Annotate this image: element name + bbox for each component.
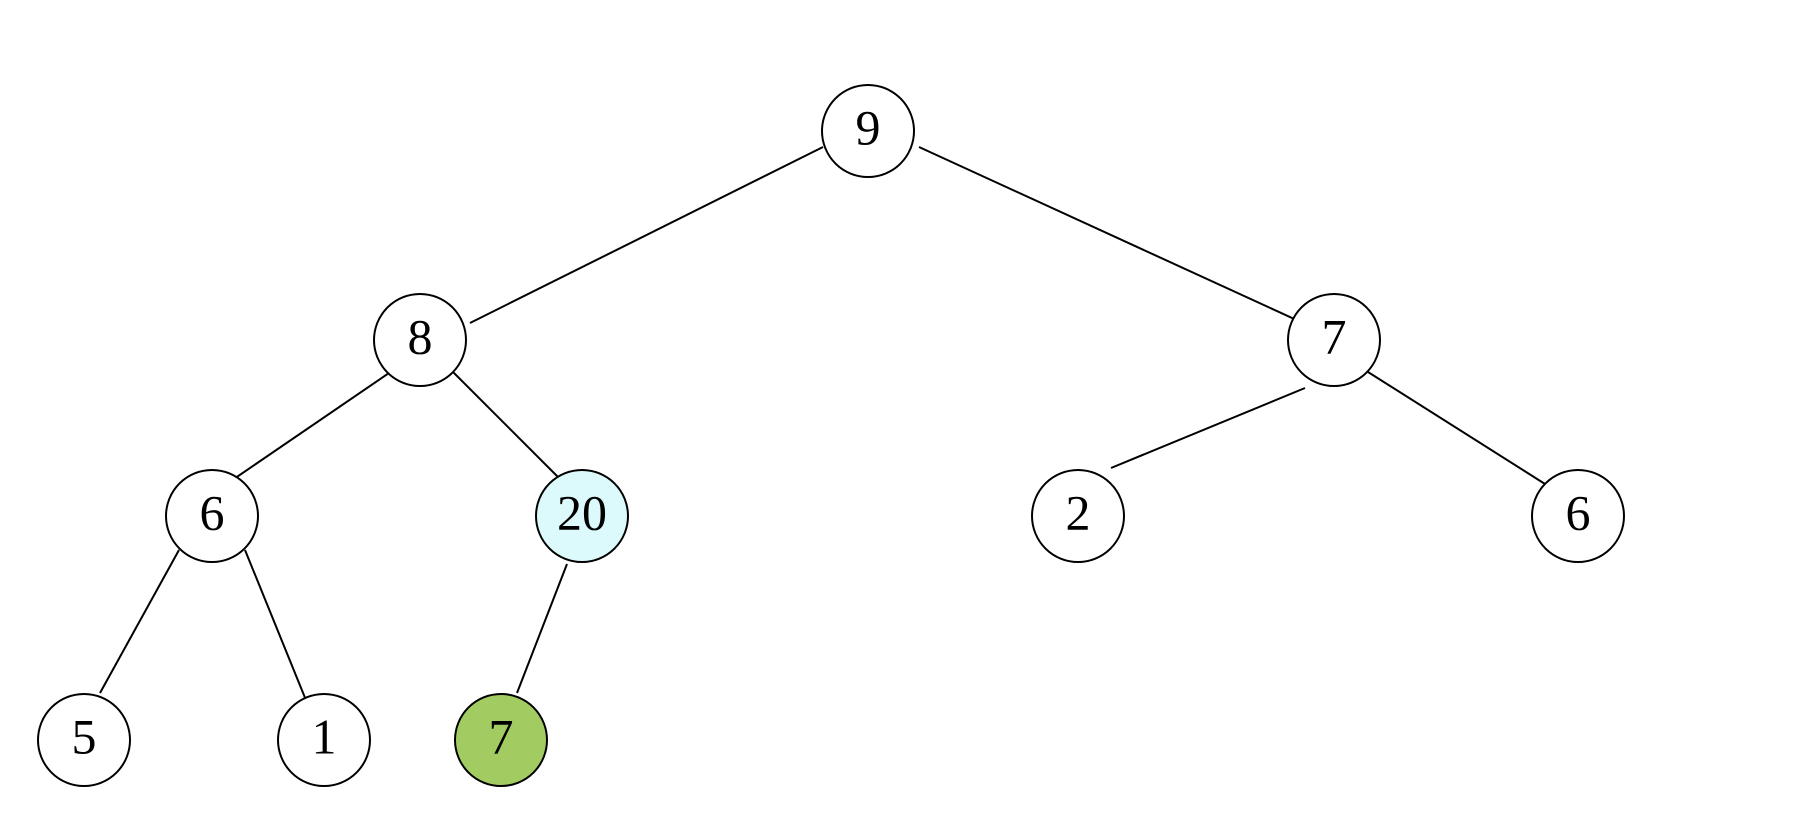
tree-edge-n4-n9 [516, 563, 568, 694]
node-circle [1287, 293, 1381, 387]
tree-node-n0: 9 [821, 84, 915, 178]
node-circle [535, 469, 629, 563]
tree-edge-n0-n1 [469, 146, 824, 324]
tree-node-n1: 8 [373, 293, 467, 387]
tree-node-n3: 6 [165, 469, 259, 563]
tree-edge-n2-n5 [1110, 387, 1306, 469]
tree-node-n6: 6 [1531, 469, 1625, 563]
node-circle [373, 293, 467, 387]
tree-edge-n0-n2 [918, 146, 1304, 324]
node-label: 6 [200, 484, 225, 540]
node-label: 8 [408, 308, 433, 364]
node-label: 6 [1566, 484, 1591, 540]
node-label: 7 [489, 708, 514, 764]
tree-edge-n1-n3 [227, 372, 390, 484]
tree-node-n2: 7 [1287, 293, 1381, 387]
tree-node-n8: 1 [277, 693, 371, 787]
node-label: 5 [72, 708, 97, 764]
tree-node-n7: 5 [37, 693, 131, 787]
node-label: 2 [1066, 484, 1091, 540]
tree-edge-n2-n6 [1367, 371, 1546, 485]
node-circle [37, 693, 131, 787]
tree-edge-n1-n4 [452, 371, 566, 485]
node-label: 20 [557, 484, 607, 540]
tree-node-n4: 20 [535, 469, 629, 563]
node-circle [1031, 469, 1125, 563]
tree-edge-n3-n8 [244, 549, 311, 711]
tree-node-n9: 7 [454, 693, 548, 787]
tree-node-n5: 2 [1031, 469, 1125, 563]
node-circle [277, 693, 371, 787]
node-label: 7 [1322, 308, 1347, 364]
node-label: 9 [856, 99, 881, 155]
node-circle [165, 469, 259, 563]
tree-edge-n3-n7 [99, 549, 180, 694]
node-circle [821, 84, 915, 178]
node-label: 1 [312, 708, 337, 764]
tree-edges [99, 146, 1546, 711]
node-circle [1531, 469, 1625, 563]
tree-nodes: 9 8 7 6 20 2 6 5 1 7 [37, 84, 1625, 787]
node-circle [454, 693, 548, 787]
